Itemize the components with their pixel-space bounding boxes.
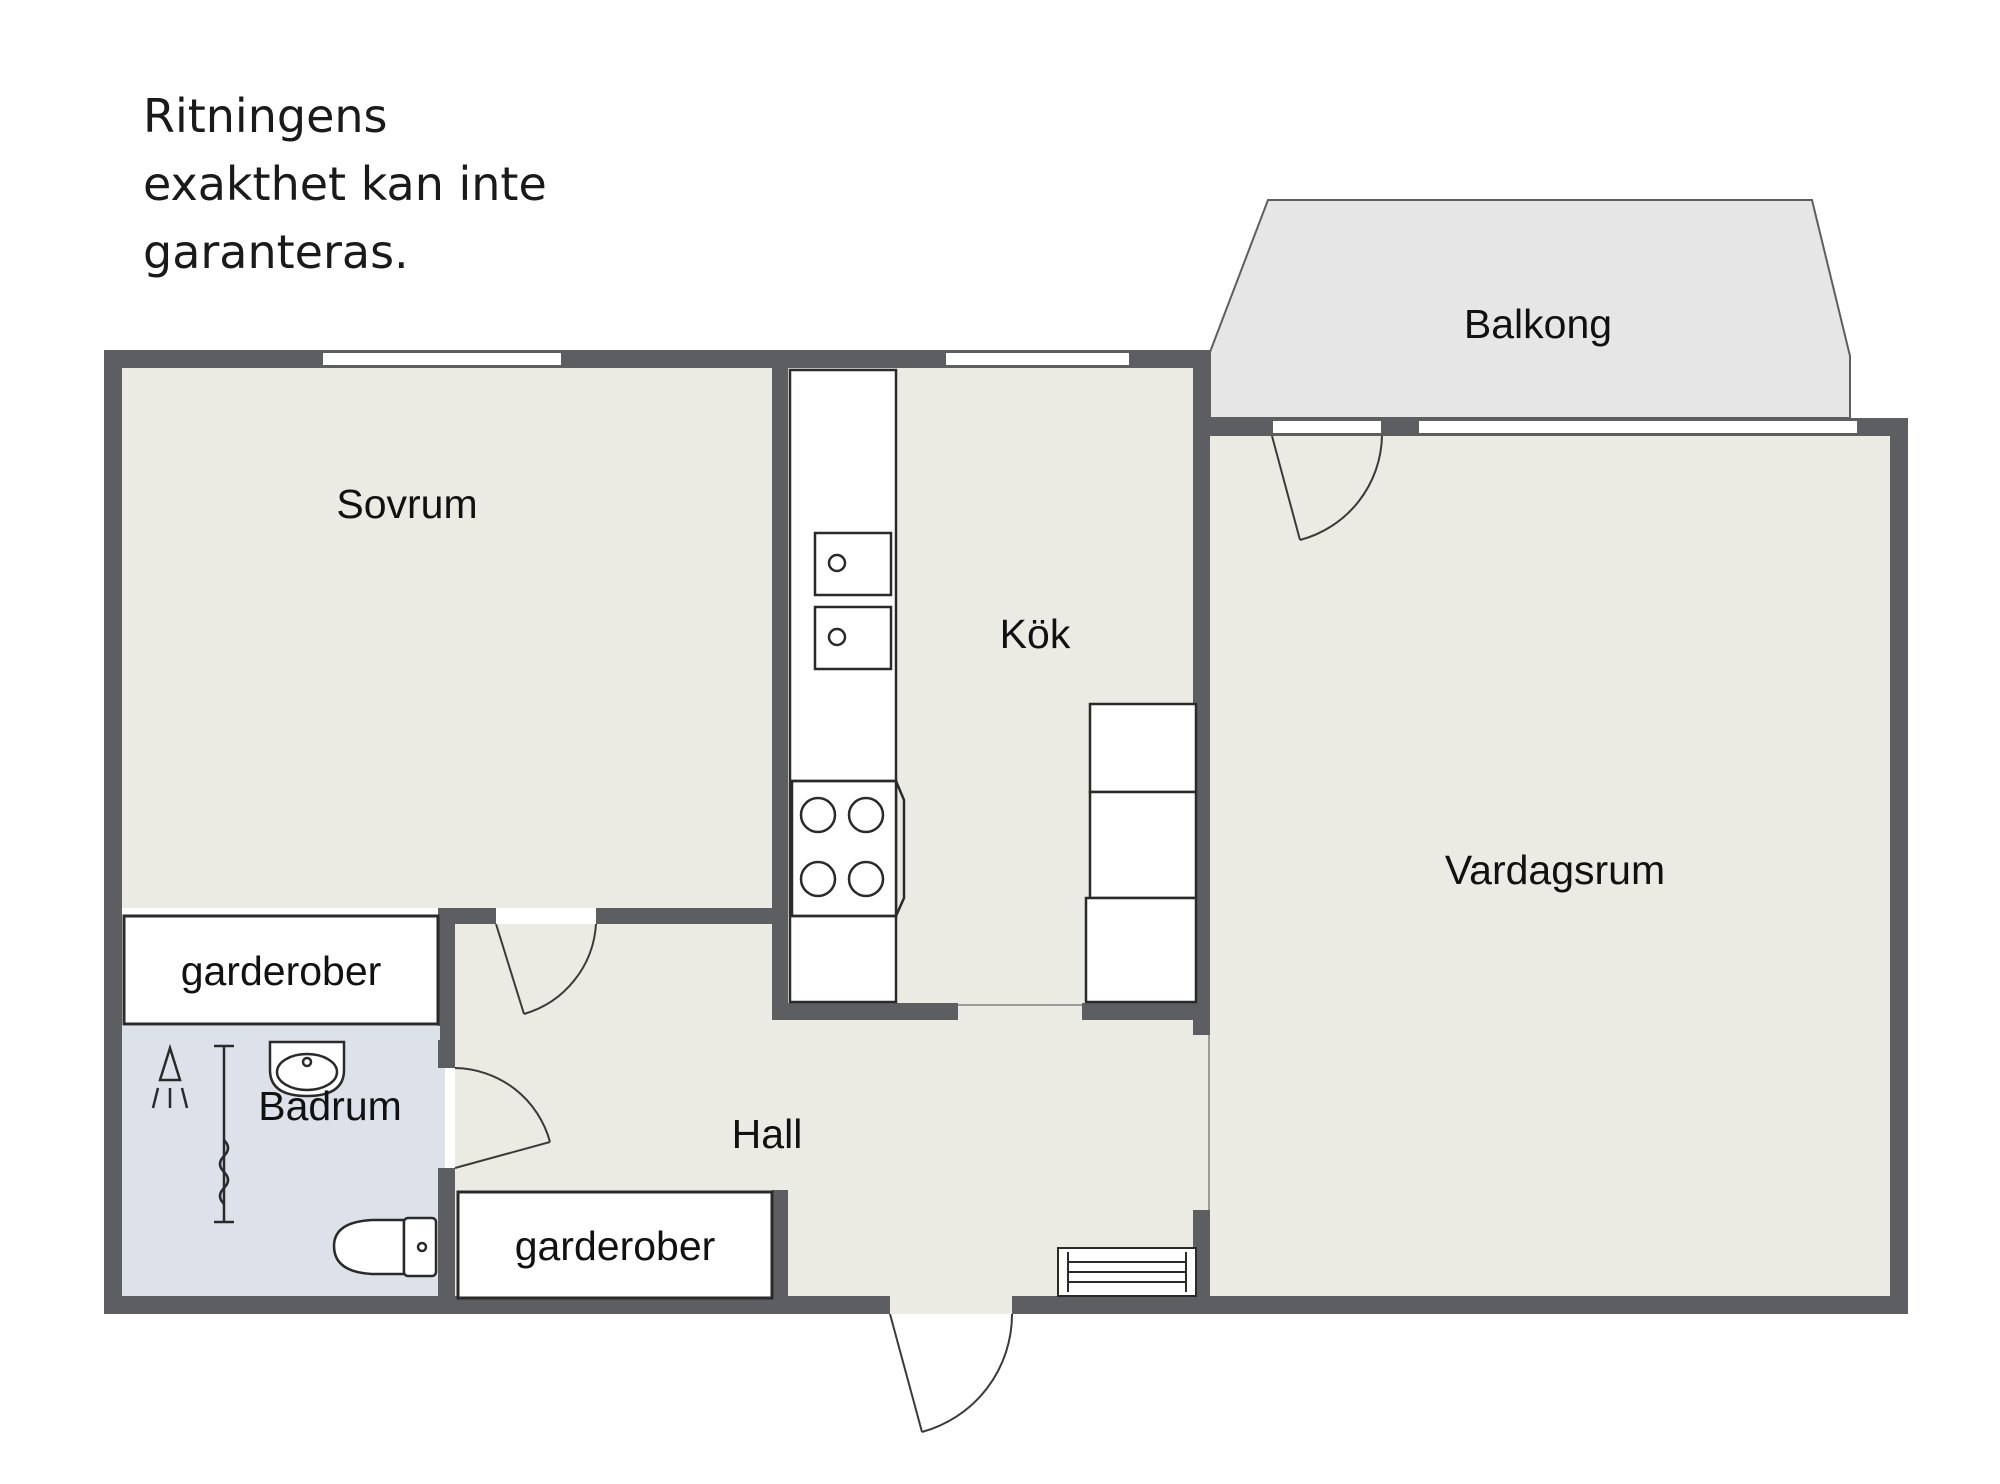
label-wardrobe-hall: garderober [515, 1223, 716, 1269]
stove-burner-4 [847, 860, 885, 898]
kitchen-fixtures [788, 368, 1198, 1004]
shower-head-icon [158, 1043, 182, 1082]
door-balcony-leaf [1271, 435, 1301, 541]
disclaimer-text: Ritningens exakthet kan inte garanteras. [143, 82, 663, 286]
wall-bedroom-bottom-b [596, 908, 788, 924]
door-bedroom-leaf [495, 923, 525, 1015]
sink-basin-top [813, 531, 893, 597]
entrance-opening [890, 1296, 1012, 1314]
living-room-floor [1210, 436, 1890, 1296]
wall-bathroom-right-b [438, 1168, 455, 1314]
door-entrance-arc [921, 1313, 1014, 1433]
shower-spray-1 [151, 1087, 160, 1109]
label-bathroom: Badrum [258, 1083, 402, 1129]
sink-drain-top [827, 553, 847, 573]
hall-upper-floor [455, 924, 772, 1024]
disclaimer-line-2: exakthet kan inte [143, 157, 547, 211]
washbasin-drain [301, 1056, 313, 1068]
stove-burner-2 [847, 796, 885, 834]
bedroom-floor [122, 368, 772, 908]
door-bedroom-arc [523, 923, 597, 1015]
fridge-unit-middle [1088, 790, 1198, 900]
bathroom-fixtures [122, 1026, 440, 1278]
wardrobe-bedroom-box [122, 914, 440, 1026]
door-balcony-arc [1299, 435, 1383, 541]
sink-basin-bottom [813, 605, 893, 671]
door-bathroom-arc [454, 1067, 551, 1143]
wall-bathroom-right-a [438, 908, 455, 1068]
wall-kitchen-bottom-left [772, 1003, 958, 1020]
door-entrance-leaf [889, 1313, 923, 1433]
disclaimer-line-3: garanteras. [143, 225, 409, 279]
label-balcony: Balkong [1464, 301, 1612, 347]
stove-burner-3 [799, 860, 837, 898]
stove-burner-1 [799, 796, 837, 834]
sink-drain-bottom [827, 627, 847, 647]
washbasin-bowl [275, 1052, 339, 1092]
stove-front [894, 780, 906, 917]
label-hall: Hall [732, 1111, 803, 1157]
bathroom-divider [122, 1026, 440, 1040]
wall-bedroom-kitchen [772, 350, 788, 1020]
disclaimer-line-1: Ritningens [143, 89, 388, 143]
shower-curtain-folds [218, 1139, 230, 1205]
label-wardrobe-bedroom: garderober [181, 948, 382, 994]
toilet-bowl [332, 1218, 406, 1276]
window-kitchen [944, 351, 1131, 367]
shower-spray-3 [180, 1087, 189, 1109]
hall-shoe-rack [1057, 1247, 1197, 1297]
window-balcony-door-gap [1271, 419, 1383, 435]
door-bathroom-leaf [454, 1141, 551, 1169]
fridge-unit-bottom [1084, 896, 1198, 1004]
wardrobes [122, 914, 774, 1300]
fridge-unit-top [1088, 702, 1198, 794]
doors [454, 435, 1383, 1433]
label-living-room: Vardagsrum [1445, 847, 1665, 893]
wall-kitchen-bottom-right [1082, 1003, 1210, 1020]
wall-hall-wardrobe [772, 1190, 788, 1314]
room-labels: Balkong Sovrum Kök Vardagsrum Badrum Hal… [181, 301, 1665, 1269]
windows [321, 351, 1859, 435]
label-bedroom: Sovrum [336, 481, 477, 527]
window-bedroom [321, 351, 563, 367]
wall-right [1890, 418, 1908, 1314]
wall-left [104, 350, 122, 1314]
label-kitchen: Kök [1000, 611, 1071, 657]
wardrobe-hall-box [456, 1190, 774, 1300]
wall-hall-living [1193, 1210, 1210, 1314]
toilet-flush [416, 1241, 428, 1253]
window-living-room [1417, 419, 1859, 435]
